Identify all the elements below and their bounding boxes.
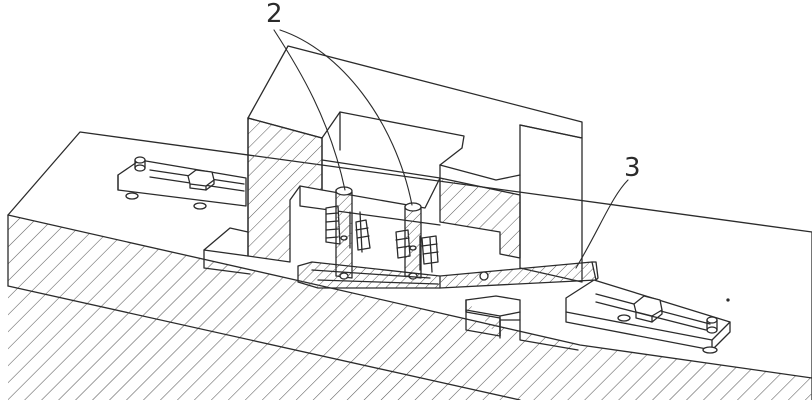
leader-lines <box>273 29 629 269</box>
callout-3: 3 <box>624 153 641 183</box>
leader-line-3 <box>575 179 629 269</box>
rod-right <box>404 202 422 280</box>
leader-line-2a <box>273 29 346 191</box>
stray-dot <box>726 298 730 302</box>
frame-body <box>203 45 583 351</box>
right-slide-bar <box>565 279 731 354</box>
callout-2: 2 <box>266 0 283 29</box>
lever-arm <box>297 261 599 289</box>
left-slide-bar <box>117 156 247 210</box>
leader-line-2b <box>279 29 413 206</box>
